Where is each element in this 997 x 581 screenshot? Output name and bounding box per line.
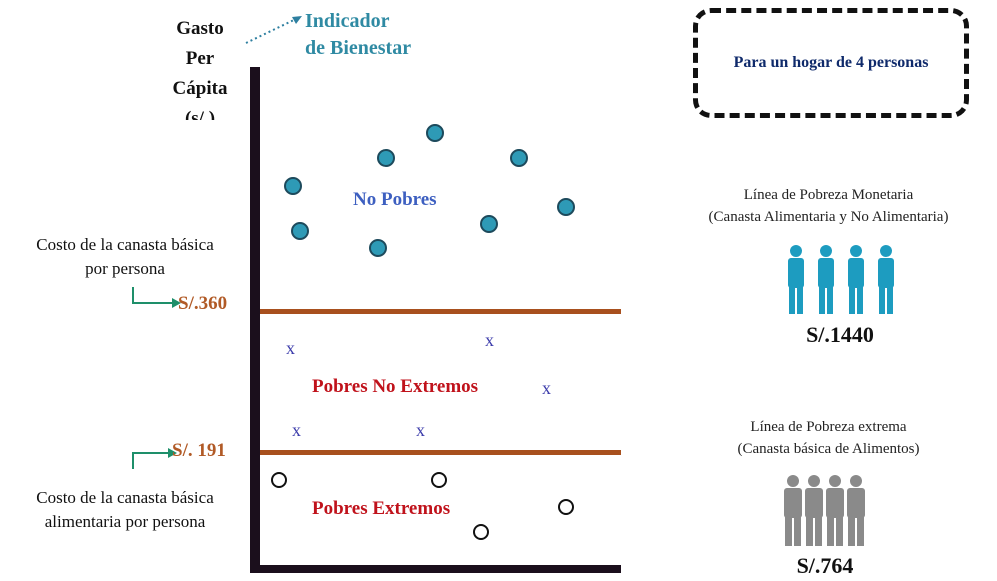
data-point: [377, 149, 395, 167]
zone-no-pobres: No Pobres: [353, 189, 437, 210]
cost-label-line: Costo de la canasta básica: [36, 235, 214, 254]
extreme-line-title: Línea de Pobreza extrema (Canasta básica…: [660, 416, 997, 460]
indicator-label-line: de Bienestar: [305, 37, 412, 59]
zone-pobres-no-extremos: Pobres No Extremos: [312, 376, 479, 397]
extreme-line-amount: S/.764: [796, 553, 854, 578]
data-point: [426, 124, 444, 142]
cost-label-line: alimentaria por persona: [44, 512, 206, 531]
x-marker: x: [292, 420, 301, 440]
threshold-lower: S/. 191: [172, 440, 226, 461]
y-axis-title-line: Cápita: [172, 78, 228, 99]
y-axis: [250, 67, 260, 572]
household-box: Para un hogar de 4 personas: [693, 8, 969, 118]
poverty-line-lower: [260, 450, 621, 455]
person-icon: [784, 475, 802, 546]
cost-canasta-alimentaria: Costo de la canasta básica alimentaria p…: [0, 486, 250, 534]
data-point: [480, 215, 498, 233]
extreme-line-title-line: (Canasta básica de Alimentos): [737, 441, 920, 457]
monetary-line-title-line: (Canasta Alimentaria y No Alimentaria): [708, 209, 949, 225]
person-icon: [878, 245, 894, 314]
elbow-arrow-icon: [132, 448, 177, 469]
data-point: [291, 222, 309, 240]
person-icon: [805, 475, 823, 546]
y-axis-title-line-clipped: (s/.): [184, 108, 216, 120]
data-point: [271, 472, 287, 488]
cost-label-line: Costo de la canasta básica: [36, 488, 214, 507]
threshold-upper: S/.360: [178, 293, 228, 314]
cost-label-line: por persona: [85, 259, 165, 278]
person-icon: [847, 475, 865, 546]
data-point: [369, 239, 387, 257]
person-icon: [848, 245, 864, 314]
monetary-line-amount: S/.1440: [806, 322, 874, 347]
monetary-line-title: Línea de Pobreza Monetaria (Canasta Alim…: [660, 184, 997, 228]
household-box-text: Para un hogar de 4 personas: [733, 54, 929, 71]
dotted-arrow-icon: [245, 16, 302, 44]
x-marker: x: [542, 378, 551, 398]
y-axis-title-line: Per: [185, 48, 215, 69]
x-axis: [250, 565, 621, 573]
data-point: [431, 472, 447, 488]
data-point: [558, 499, 574, 515]
person-icon: [826, 475, 844, 546]
elbow-arrow-icon: [132, 287, 181, 308]
people-gray-icons: [784, 475, 865, 546]
y-axis-title-line: Gasto: [176, 18, 224, 39]
people-teal-icons: [788, 245, 894, 314]
extreme-line-title-line: Línea de Pobreza extrema: [750, 419, 907, 435]
poverty-line-upper: [260, 309, 621, 314]
monetary-line-title-line: Línea de Pobreza Monetaria: [743, 187, 914, 203]
x-marker: x: [416, 420, 425, 440]
person-icon: [788, 245, 804, 314]
indicator-label: Indicador de Bienestar: [305, 8, 411, 62]
pobres-extremos-points: [271, 472, 574, 540]
x-marker: x: [286, 338, 295, 358]
data-point: [510, 149, 528, 167]
zone-pobres-extremos: Pobres Extremos: [312, 498, 451, 519]
y-axis-title: Gasto Per Cápita (s/.): [150, 14, 250, 120]
data-point: [284, 177, 302, 195]
data-point: [473, 524, 489, 540]
no-pobres-points: [284, 124, 575, 257]
cost-canasta-basica: Costo de la canasta básica por persona: [0, 233, 250, 281]
x-marker: x: [485, 330, 494, 350]
data-point: [557, 198, 575, 216]
person-icon: [818, 245, 834, 314]
indicator-label-line: Indicador: [305, 10, 390, 32]
